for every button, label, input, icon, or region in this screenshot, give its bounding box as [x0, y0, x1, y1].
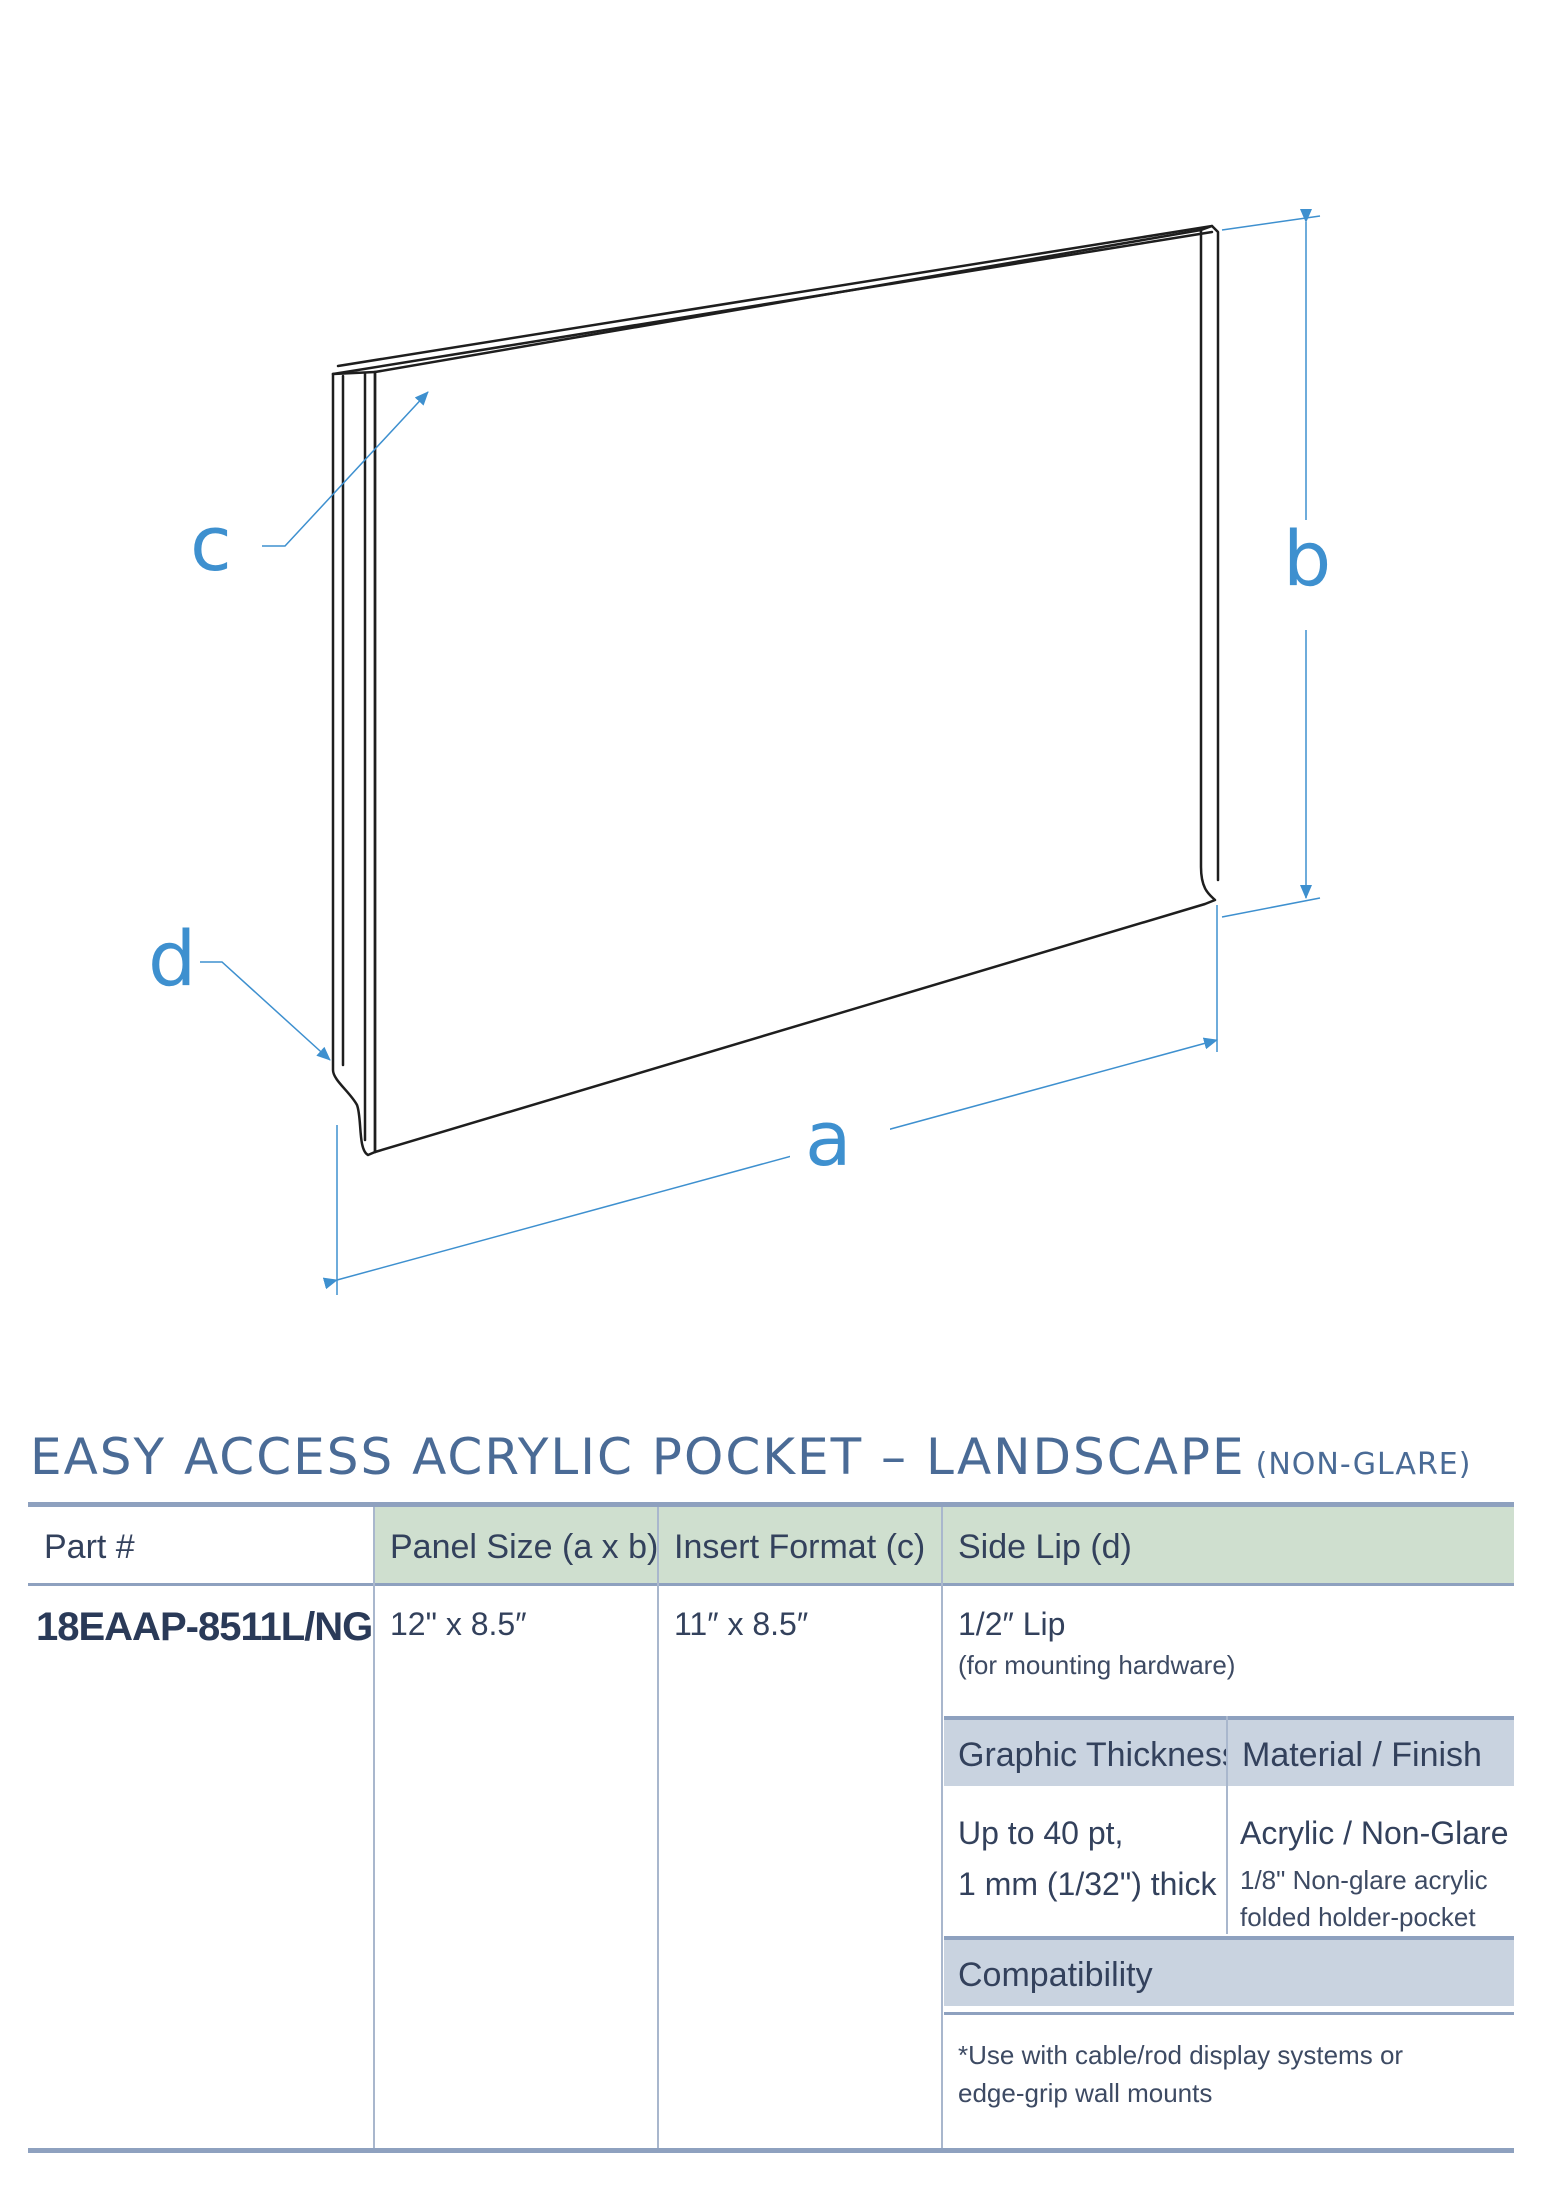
header-panel-size: Panel Size (a x b) — [374, 1507, 658, 1583]
part-number: 18EAAP-8511L/NG — [36, 1605, 373, 1649]
material-finish-header: Material / Finish — [1228, 1716, 1514, 1786]
material-value: Acrylic / Non-Glare — [1240, 1815, 1509, 1851]
column-divider — [373, 1507, 375, 2149]
insert-format-value: 11″ x 8.5″ — [674, 1606, 809, 1642]
product-diagram: a b c d — [148, 209, 1332, 1295]
table-bottom-rule — [28, 2148, 1514, 2153]
header-part: Part # — [44, 1528, 135, 1566]
dimension-label-a: a — [805, 1094, 852, 1183]
side-lip-note: (for mounting hardware) — [958, 1650, 1236, 1680]
graphic-thickness-line2: 1 mm (1/32") thick — [958, 1866, 1217, 1902]
material-note-1: 1/8" Non-glare acrylic — [1240, 1865, 1488, 1895]
graphic-thickness-header: Graphic Thickness — [944, 1716, 1239, 1786]
column-divider — [657, 1507, 659, 2149]
acrylic-pocket-outline — [331, 224, 1220, 1157]
table-top-rule — [28, 1502, 1514, 1507]
panel-size-value: 12" x 8.5″ — [390, 1606, 527, 1642]
dimension-label-d: d — [148, 914, 196, 1003]
compatibility-header: Compatibility — [944, 1936, 1514, 2006]
material-note-2: folded holder-pocket — [1240, 1902, 1476, 1932]
compatibility-line1: *Use with cable/rod display systems or — [958, 2040, 1404, 2070]
header-insert-format: Insert Format (c) — [658, 1507, 942, 1583]
title-main: EASY ACCESS ACRYLIC POCKET – LANDSCAPE — [30, 1428, 1246, 1486]
dimension-label-c: c — [190, 499, 232, 588]
subtable-divider — [1226, 1716, 1228, 1934]
header-side-lip: Side Lip (d) — [942, 1507, 1514, 1583]
dimension-label-b: b — [1283, 514, 1331, 603]
graphic-thickness-line1: Up to 40 pt, — [958, 1815, 1124, 1851]
title-subtitle: (NON-GLARE) — [1255, 1447, 1472, 1482]
side-lip-value: 1/2″ Lip — [958, 1606, 1066, 1642]
header-bottom-rule — [28, 1583, 1514, 1586]
column-divider — [941, 1507, 943, 2149]
compatibility-bottom-rule — [944, 2012, 1514, 2015]
product-title: EASY ACCESS ACRYLIC POCKET – LANDSCAPE (N… — [30, 1428, 1520, 1486]
compatibility-line2: edge-grip wall mounts — [958, 2078, 1213, 2108]
